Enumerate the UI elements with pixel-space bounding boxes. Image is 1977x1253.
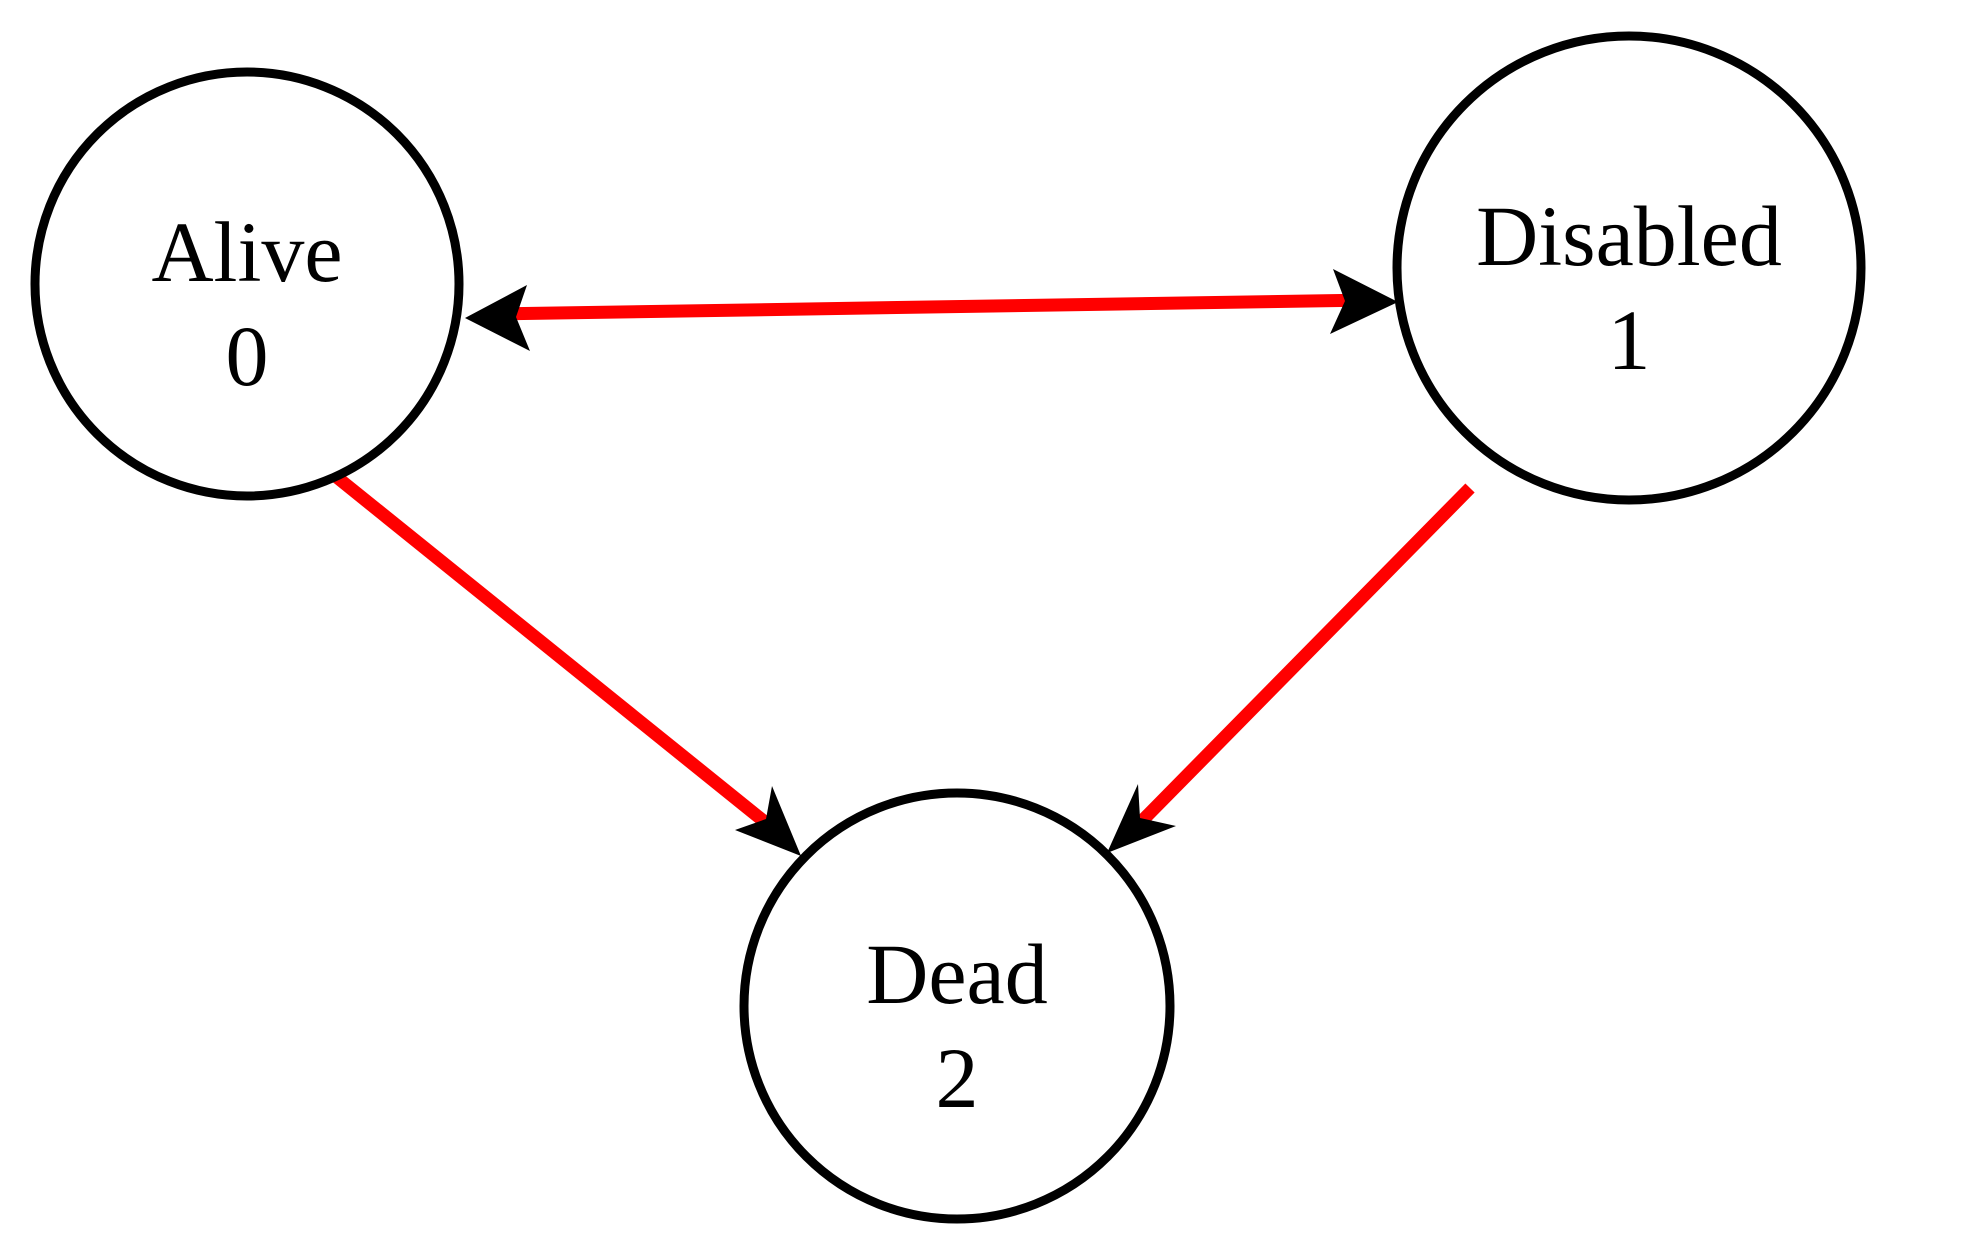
node-alive-label: Alive	[151, 204, 342, 300]
node-disabled-label: Disabled	[1476, 188, 1782, 284]
node-disabled-circle	[1392, 31, 1866, 505]
edge-alive-dead-line	[318, 460, 776, 833]
node-disabled-id: 1	[1608, 292, 1651, 388]
edge-disabled-dead-line	[1135, 483, 1475, 828]
node-dead[interactable]: Dead 2	[739, 788, 1175, 1224]
edge-disabled-dead[interactable]	[1107, 483, 1475, 853]
arrowhead-into-alive	[465, 285, 530, 351]
node-alive-id: 0	[226, 308, 269, 404]
arrowhead-into-dead-from-disabled	[1107, 784, 1176, 853]
node-alive-circle	[30, 67, 464, 501]
arrowhead-into-disabled	[1330, 269, 1398, 334]
node-dead-circle	[739, 788, 1175, 1224]
edge-alive-dead[interactable]	[318, 460, 801, 856]
node-alive[interactable]: Alive 0	[30, 67, 464, 501]
arrowhead-into-dead-from-alive	[735, 786, 801, 856]
node-dead-id: 2	[936, 1030, 979, 1126]
node-disabled[interactable]: Disabled 1	[1392, 31, 1866, 505]
node-dead-label: Dead	[866, 926, 1047, 1022]
edge-alive-disabled[interactable]	[465, 269, 1398, 351]
edge-alive-disabled-line	[491, 293, 1373, 321]
